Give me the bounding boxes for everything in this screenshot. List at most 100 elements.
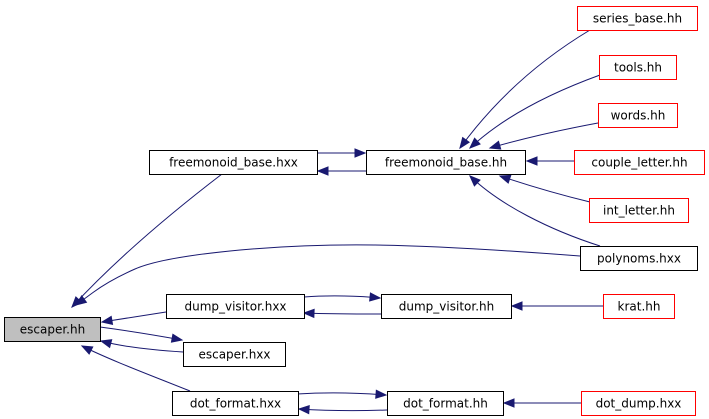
node-box[interactable] (577, 6, 698, 31)
node-freemonoid-base-hxx[interactable]: freemonoid_base.hxx (149, 150, 318, 175)
edge-arrowhead (100, 315, 114, 325)
node-box[interactable] (4, 317, 101, 342)
node-escaper-hh[interactable]: escaper.hh (4, 317, 101, 342)
edge-dot-format-hxx-to-escaper-hh (80, 345, 191, 392)
node-escaper-hxx[interactable]: escaper.hxx (183, 342, 286, 367)
node-label: polynoms.hxx (597, 252, 681, 266)
edge-freemonoid-base-hxx-to-freemonoid-base-hh (317, 148, 367, 158)
node-freemonoid-base-hh[interactable]: freemonoid_base.hh (366, 150, 526, 175)
node-label: dot_format.hh (403, 397, 488, 411)
edge-polynoms-hxx-to-escaper-hh (74, 244, 581, 306)
edge-line (499, 175, 591, 203)
edge-line (296, 392, 387, 396)
edge-line (100, 340, 184, 353)
node-box[interactable] (183, 342, 286, 367)
nodes-layer: escaper.hh freemonoid_base.hxx freemonoid_… (4, 6, 705, 416)
edge-arrowhead (302, 308, 315, 319)
edge-line (489, 122, 599, 149)
edge-freemonoid-base-hh-to-freemonoid-base-hxx (316, 166, 367, 176)
edge-dump-visitor-hxx-to-dump-visitor-hh (303, 292, 382, 302)
edge-line (81, 345, 191, 392)
node-box[interactable] (580, 246, 698, 271)
edge-arrowhead (170, 333, 184, 343)
node-label: escaper.hxx (198, 348, 270, 362)
edge-series-base-hh-to-freemonoid-base-hh (459, 29, 591, 150)
node-label: freemonoid_base.hxx (169, 156, 298, 170)
edge-arrowhead (525, 156, 538, 166)
node-box[interactable] (149, 150, 318, 175)
node-tools-hh[interactable]: tools.hh (599, 55, 677, 80)
edge-line (303, 312, 382, 315)
edge-arrowhead (354, 148, 367, 158)
edge-line (75, 244, 581, 306)
node-label: tools.hh (614, 61, 662, 75)
edge-line (298, 408, 388, 412)
edge-krat-hh-to-dump-visitor-hh (510, 301, 603, 311)
edge-line (99, 326, 183, 341)
edge-escaper-hxx-to-escaper-hh (99, 339, 184, 353)
node-box[interactable] (574, 150, 705, 175)
node-dot-format-hh[interactable]: dot_format.hh (387, 391, 504, 416)
node-dump-visitor-hxx[interactable]: dump_visitor.hxx (166, 294, 305, 319)
node-label: dump_visitor.hxx (184, 300, 286, 314)
node-box[interactable] (166, 294, 305, 319)
edge-arrowhead (375, 389, 388, 399)
node-box[interactable] (387, 391, 504, 416)
node-box[interactable] (581, 391, 696, 416)
edge-arrowhead (316, 166, 329, 176)
edge-dot-dump-hxx-to-dot-format-hh (502, 398, 581, 408)
edge-arrowhead (369, 292, 382, 302)
edge-line (469, 175, 601, 247)
node-label: dot_dump.hxx (596, 397, 682, 411)
node-polynoms-hxx[interactable]: polynoms.hxx (580, 246, 698, 271)
edge-freemonoid-base-hxx-to-escaper-hh (71, 173, 223, 308)
node-label: dot_format.hxx (190, 397, 281, 411)
node-box[interactable] (599, 55, 677, 80)
node-int-letter-hh[interactable]: int_letter.hh (589, 198, 689, 223)
edge-arrowhead (74, 294, 88, 306)
node-dump-visitor-hh[interactable]: dump_visitor.hh (381, 294, 512, 319)
node-label: dump_visitor.hh (399, 300, 494, 314)
edge-dot-format-hxx-to-dot-format-hh (296, 389, 388, 399)
edge-arrowhead (510, 301, 523, 311)
edge-int-letter-hh-to-freemonoid-base-hh (498, 174, 591, 203)
node-box[interactable] (366, 150, 526, 175)
edge-arrowhead (99, 339, 113, 349)
node-label: freemonoid_base.hh (385, 156, 507, 170)
edge-arrowhead (498, 174, 512, 184)
node-box[interactable] (172, 391, 299, 416)
node-couple-letter-hh[interactable]: couple_letter.hh (574, 150, 705, 175)
node-dot-format-hxx[interactable]: dot_format.hxx (172, 391, 299, 416)
node-label: couple_letter.hh (591, 156, 687, 170)
edge-arrowhead (459, 136, 471, 150)
node-krat-hh[interactable]: krat.hh (603, 294, 675, 319)
edge-escaper-hh-to-escaper-hxx (99, 326, 184, 343)
node-label: escaper.hh (20, 323, 85, 337)
node-label: krat.hh (618, 300, 661, 314)
edge-line (469, 74, 601, 149)
edge-arrowhead (469, 137, 481, 149)
edges-layer (71, 29, 603, 415)
edge-couple-letter-hh-to-freemonoid-base-hh (525, 156, 574, 166)
node-box[interactable] (589, 198, 689, 223)
edge-dump-visitor-hh-to-dump-visitor-hxx (302, 308, 382, 319)
node-box[interactable] (603, 294, 675, 319)
node-series-base-hh[interactable]: series_base.hh (577, 6, 698, 31)
edge-tools-hh-to-freemonoid-base-hh (469, 74, 601, 149)
node-words-hh[interactable]: words.hh (598, 103, 678, 128)
node-dot-dump-hxx[interactable]: dot_dump.hxx (581, 391, 696, 416)
node-label: words.hh (611, 109, 666, 123)
edge-line (303, 295, 381, 299)
edge-words-hh-to-freemonoid-base-hh (488, 122, 599, 150)
node-label: int_letter.hh (603, 204, 675, 218)
edge-arrowhead (502, 398, 515, 408)
edge-arrowhead (488, 140, 502, 150)
node-box[interactable] (598, 103, 678, 128)
edge-arrowhead (297, 404, 310, 415)
edge-line (71, 173, 223, 308)
edge-dot-format-hh-to-dot-format-hxx (297, 404, 388, 415)
edge-polynoms-hxx-to-freemonoid-base-hh (469, 175, 601, 247)
edge-line (459, 29, 591, 149)
node-box[interactable] (381, 294, 512, 319)
